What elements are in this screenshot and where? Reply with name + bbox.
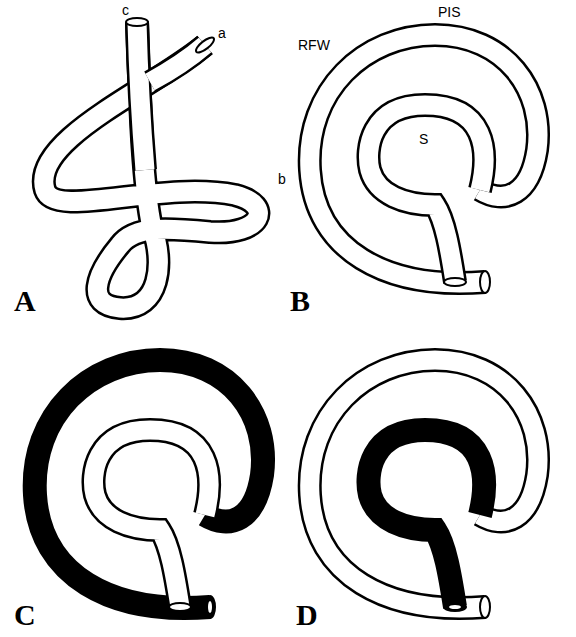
- tube-end-label: a: [218, 26, 226, 40]
- tube-end-label: b: [278, 172, 286, 186]
- panel-letter: D: [296, 600, 318, 630]
- tube-end-label: c: [122, 3, 129, 17]
- region-label: RFW: [298, 38, 330, 52]
- spiral-heart-tube: [310, 35, 538, 293]
- region-label: PIS: [438, 5, 461, 19]
- spiral-heart-tube-inner-shaded: [310, 360, 538, 618]
- panel-letter: C: [14, 600, 36, 630]
- panel-letter: A: [14, 286, 36, 316]
- panel-letter: B: [290, 286, 310, 316]
- spiral-heart-tube-outer-shaded: [35, 360, 263, 618]
- region-label: S: [419, 132, 428, 146]
- looped-heart-tube: [44, 18, 259, 308]
